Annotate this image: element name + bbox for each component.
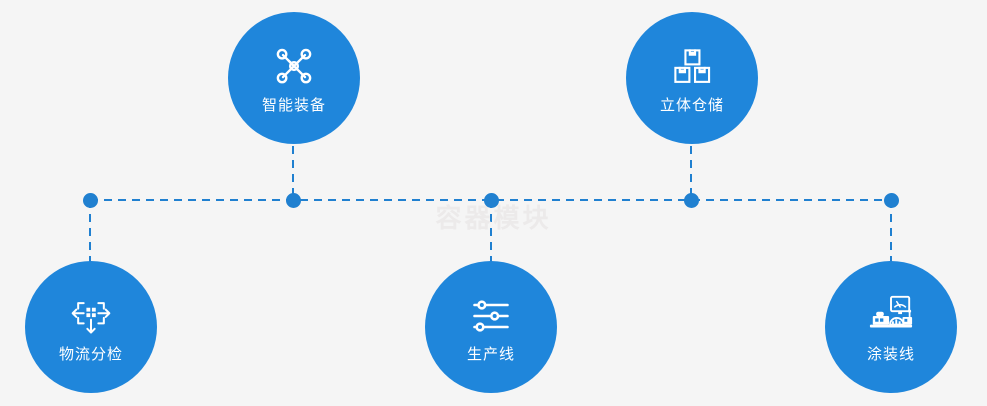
watermark-text: 容器模块 <box>435 203 552 233</box>
junction-dot-1 <box>82 192 98 208</box>
node-label-painting-line: 涂装线 <box>866 345 915 363</box>
node-intelligent-equipment[interactable]: 智能装备 <box>228 12 360 144</box>
sorting-arrows-icon <box>68 293 114 339</box>
node-label-stereoscopic-warehouse: 立体仓储 <box>659 96 724 114</box>
node-label-production-line: 生产线 <box>466 345 515 363</box>
paint-booth-icon <box>868 293 914 339</box>
stacked-boxes-icon <box>669 44 715 90</box>
junction-dot-2 <box>285 192 301 208</box>
node-label-intelligent-equipment: 智能装备 <box>261 96 326 114</box>
sliders-icon <box>468 293 514 339</box>
node-painting-line[interactable]: 涂装线 <box>825 261 957 393</box>
node-logistics-sorting[interactable]: 物流分检 <box>25 261 157 393</box>
network-nodes-icon <box>271 44 317 90</box>
node-stereoscopic-warehouse[interactable]: 立体仓储 <box>626 12 758 144</box>
node-production-line[interactable]: 生产线 <box>425 261 557 393</box>
junction-dot-4 <box>683 192 699 208</box>
junction-dot-3 <box>483 192 499 208</box>
junction-dot-5 <box>883 192 899 208</box>
node-label-logistics-sorting: 物流分检 <box>58 345 123 363</box>
